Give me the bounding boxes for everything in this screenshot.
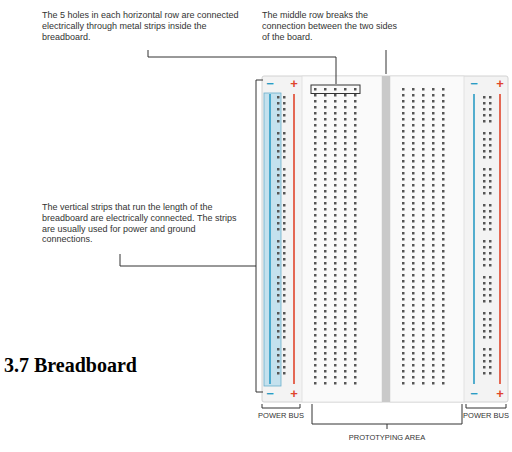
power-line: [293, 94, 295, 384]
ground-line: [473, 94, 475, 384]
leader-line: [386, 50, 387, 74]
bracket: [262, 404, 300, 408]
bracket: [256, 80, 263, 392]
minus-sign: −: [266, 387, 274, 400]
power-bus-holes: [277, 96, 287, 384]
minus-sign: −: [470, 77, 478, 90]
prototyping-holes: [314, 88, 364, 388]
minus-sign: −: [470, 387, 478, 400]
part-label: PROTOTYPING AREA: [349, 433, 426, 442]
breadboard-body: [262, 76, 508, 402]
bracket: [466, 404, 506, 408]
part-label: POWER BUS: [463, 411, 509, 420]
prototyping-half: [390, 76, 464, 402]
callout-note: The vertical strips that run the length …: [42, 202, 247, 245]
prototyping-holes: [402, 88, 452, 388]
plus-sign: +: [290, 387, 298, 400]
callout-note: The middle row breaks the connection bet…: [262, 10, 407, 42]
plus-sign: +: [496, 77, 504, 90]
prototyping-half: [302, 76, 382, 402]
callout-note: The 5 holes in each horizontal row are c…: [42, 10, 257, 42]
ground-line: [269, 94, 271, 384]
bracket: [312, 404, 462, 429]
middle-divider: [382, 76, 390, 402]
power-bus-holes: [483, 96, 493, 384]
part-label: POWER BUS: [258, 411, 304, 420]
leader-line: [120, 254, 256, 266]
plus-sign: +: [290, 77, 298, 90]
leader-line: [148, 50, 336, 84]
row-highlight: [311, 85, 360, 94]
minus-sign: −: [266, 77, 274, 90]
section-heading: 3.7 Breadboard: [4, 354, 137, 377]
power-line: [499, 94, 501, 384]
plus-sign: +: [496, 387, 504, 400]
